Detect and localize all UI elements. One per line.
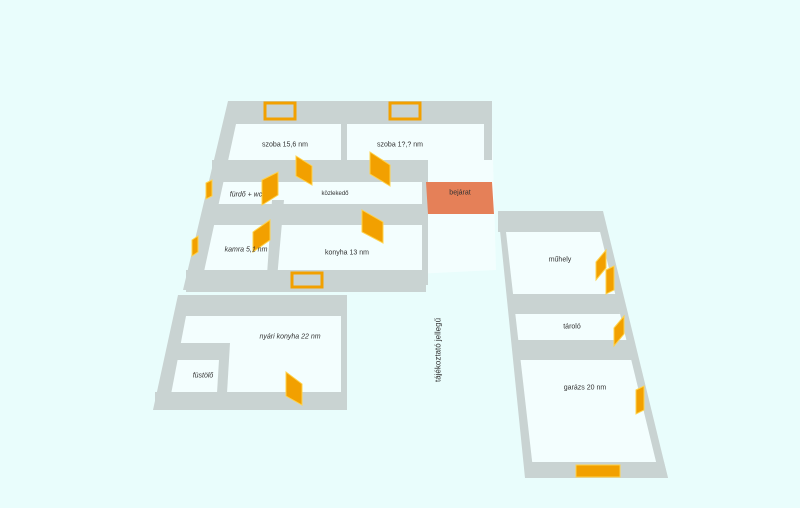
disclaimer-note: tájékoztató jellegű <box>433 317 443 383</box>
room-label: konyha 13 nm <box>325 249 369 257</box>
wall <box>186 270 426 292</box>
room-label: garázs 20 nm <box>563 384 607 392</box>
room-label: nyári konyha 22 nm <box>259 333 321 341</box>
window <box>191 235 199 257</box>
wall <box>153 295 186 410</box>
door <box>285 371 303 406</box>
window <box>263 101 297 121</box>
window <box>205 179 213 200</box>
room-label: füstölő <box>192 372 214 380</box>
door <box>252 219 271 253</box>
doors-windows <box>191 101 645 478</box>
door <box>613 314 625 348</box>
wall <box>172 343 228 360</box>
wall <box>341 295 347 410</box>
room-label: tároló <box>563 323 581 331</box>
wall <box>204 204 425 225</box>
wall <box>212 160 425 182</box>
door <box>361 209 384 244</box>
room-label: fürdő + wc <box>229 191 263 199</box>
window <box>290 271 324 289</box>
room-label: kamra 5,1 nm <box>224 246 268 254</box>
entrance-tiles <box>426 182 494 214</box>
wall <box>155 392 345 410</box>
door <box>369 151 391 187</box>
wall <box>216 343 230 410</box>
wall <box>498 211 600 232</box>
window <box>388 101 422 121</box>
window <box>605 265 615 295</box>
door <box>261 171 279 206</box>
wall <box>178 295 347 316</box>
wall <box>498 211 534 478</box>
room-label: műhely <box>548 256 572 264</box>
garage-door <box>575 464 621 478</box>
door <box>595 248 607 282</box>
wall <box>484 101 492 160</box>
wall <box>341 101 347 165</box>
door <box>295 155 313 186</box>
window <box>635 385 645 415</box>
wall <box>510 294 620 314</box>
wall <box>516 340 632 360</box>
room-label: bejárat <box>449 189 471 197</box>
wall <box>422 160 428 285</box>
room-label: közlekedő <box>321 191 349 197</box>
room-label: szoba 1?,? nm <box>377 141 423 149</box>
room-label: szoba 15,6 nm <box>262 141 308 149</box>
